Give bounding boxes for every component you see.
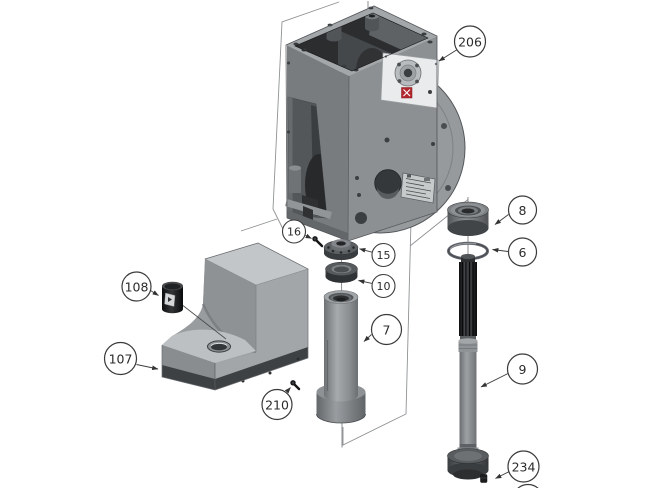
callout-6[interactable]: 6	[507, 237, 538, 267]
screw-16	[312, 236, 324, 248]
leader-107	[136, 364, 159, 371]
disc-hole	[445, 185, 451, 191]
bearing-15	[323, 239, 359, 260]
base-oval-hole	[207, 340, 231, 353]
bearing-8	[447, 201, 489, 236]
callout-206[interactable]: 206	[453, 25, 487, 58]
ring-10	[325, 261, 358, 283]
spindle-plate	[380, 52, 440, 109]
svg-text:6: 6	[519, 245, 527, 260]
callouts: 206 8 6 16 15 10 108 7	[103, 25, 540, 488]
part-108-cylinder	[162, 281, 227, 340]
base-bottom-band	[162, 347, 308, 390]
svg-text:210: 210	[265, 398, 289, 413]
gearbox-housing	[285, 5, 440, 242]
leader-8	[494, 214, 509, 225]
callout-8[interactable]: 8	[507, 195, 538, 225]
svg-text:9: 9	[519, 362, 527, 377]
wireframe-plane-left-foot	[240, 218, 278, 232]
svg-text:8: 8	[519, 203, 527, 218]
callout-7[interactable]: 7	[370, 313, 403, 346]
callout-210[interactable]: 210	[261, 388, 293, 421]
bore-hole	[374, 169, 402, 199]
callout-107[interactable]: 107	[103, 341, 138, 376]
leader-lines	[136, 49, 510, 479]
base-slab-front-face	[203, 259, 256, 352]
svg-text:10: 10	[377, 280, 391, 293]
callout-108[interactable]: 108	[121, 271, 152, 302]
leader-108	[150, 290, 159, 296]
wireframe-plane-right	[342, 220, 412, 446]
screw-234	[480, 474, 488, 483]
leader-9	[480, 373, 509, 388]
base-casting	[161, 242, 309, 391]
spindle-shaft-9	[447, 253, 489, 480]
leader-16	[305, 233, 312, 239]
svg-text:16: 16	[287, 226, 301, 239]
callout-234[interactable]: 234	[507, 450, 540, 483]
callout-9[interactable]: 9	[506, 353, 539, 385]
svg-text:7: 7	[383, 323, 391, 338]
leader-7	[363, 334, 372, 342]
svg-text:107: 107	[109, 352, 133, 367]
leader-210	[284, 387, 291, 394]
leader-206	[438, 49, 457, 62]
wireframe-plane-left	[272, 1, 340, 230]
leader-10	[358, 279, 373, 285]
warning-label	[401, 87, 413, 99]
face-holes	[355, 90, 435, 224]
rating-plate	[400, 172, 436, 204]
svg-text:234: 234	[512, 460, 536, 475]
callout-15[interactable]: 15	[371, 242, 396, 268]
quill-sleeve-7	[316, 290, 366, 424]
callout-10[interactable]: 10	[371, 273, 396, 299]
leader-15	[359, 248, 373, 253]
svg-text:108: 108	[125, 280, 149, 295]
leader-6	[492, 247, 509, 253]
leader-234	[495, 471, 510, 479]
screw-210	[290, 380, 301, 391]
svg-text:15: 15	[377, 249, 391, 262]
housing-foot	[285, 61, 348, 241]
callout-16[interactable]: 16	[281, 219, 307, 244]
callout-partial	[517, 483, 539, 488]
svg-text:206: 206	[458, 35, 482, 50]
disc-hole	[441, 123, 447, 129]
